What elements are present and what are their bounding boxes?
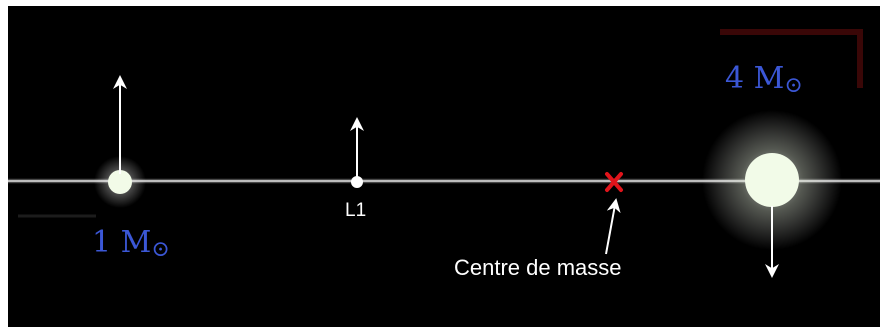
- diagram-canvas: [8, 6, 880, 327]
- sun-symbol: ⊙: [151, 237, 169, 262]
- small-star-mass-text: 1 M: [92, 225, 151, 260]
- diagram-panel: 1 M⊙ 4 M⊙ L1 Centre de masse: [8, 6, 880, 327]
- center-of-mass-label: Centre de masse: [454, 257, 622, 279]
- large-star: [745, 153, 799, 207]
- small-star-mass-label: 1 M⊙: [92, 228, 170, 261]
- large-star-mass-text: 4 M: [725, 61, 784, 96]
- large-star-mass-label: 4 M⊙: [725, 64, 803, 97]
- center-of-mass-pointer-arrow: [606, 205, 615, 254]
- sun-symbol: ⊙: [784, 73, 802, 98]
- l1-label: L1: [345, 201, 366, 220]
